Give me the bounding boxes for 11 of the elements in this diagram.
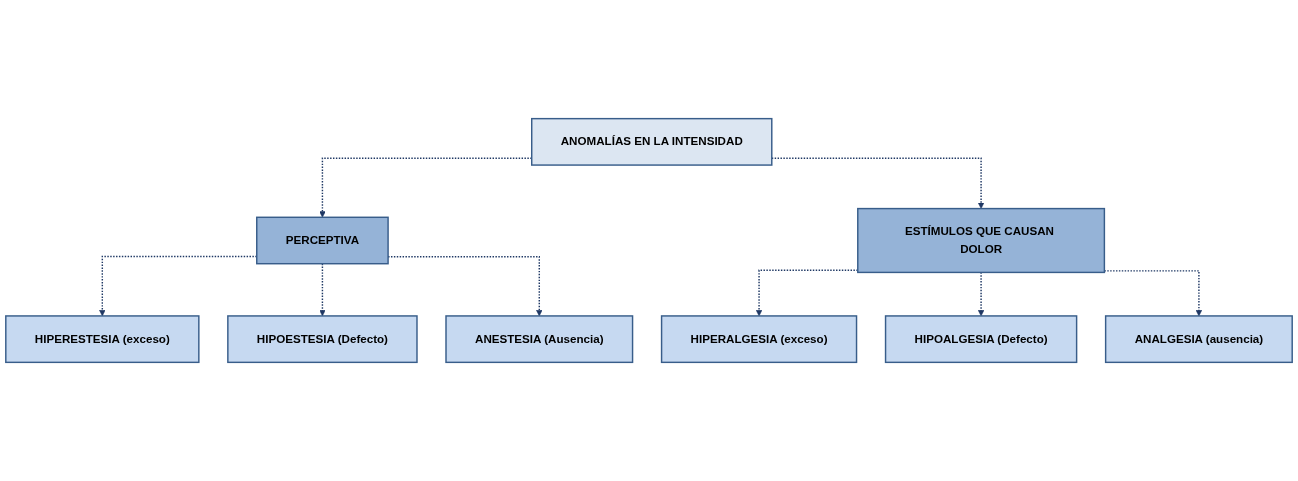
node-box: HIPOALGESIA (Defecto) [884,315,1078,364]
node-box: PERCEPTIVA [256,216,389,265]
node-box: ANOMALÍAS EN LA INTENSIDAD [531,117,773,166]
node-box: HIPERESTESIA (exceso) [5,315,200,364]
arrow [1103,270,1203,317]
node-box: ESTÍMULOS QUE CAUSAN DOLOR [857,207,1106,274]
arrow [319,263,326,317]
node-box: HIPERALGESIA (exceso) [660,315,858,364]
node-box: ANALGESIA (ausencia) [1104,315,1293,364]
node-box: ANESTESIA (Ausencia) [445,315,634,364]
node-box: HIPOESTESIA (Defecto) [227,315,418,364]
